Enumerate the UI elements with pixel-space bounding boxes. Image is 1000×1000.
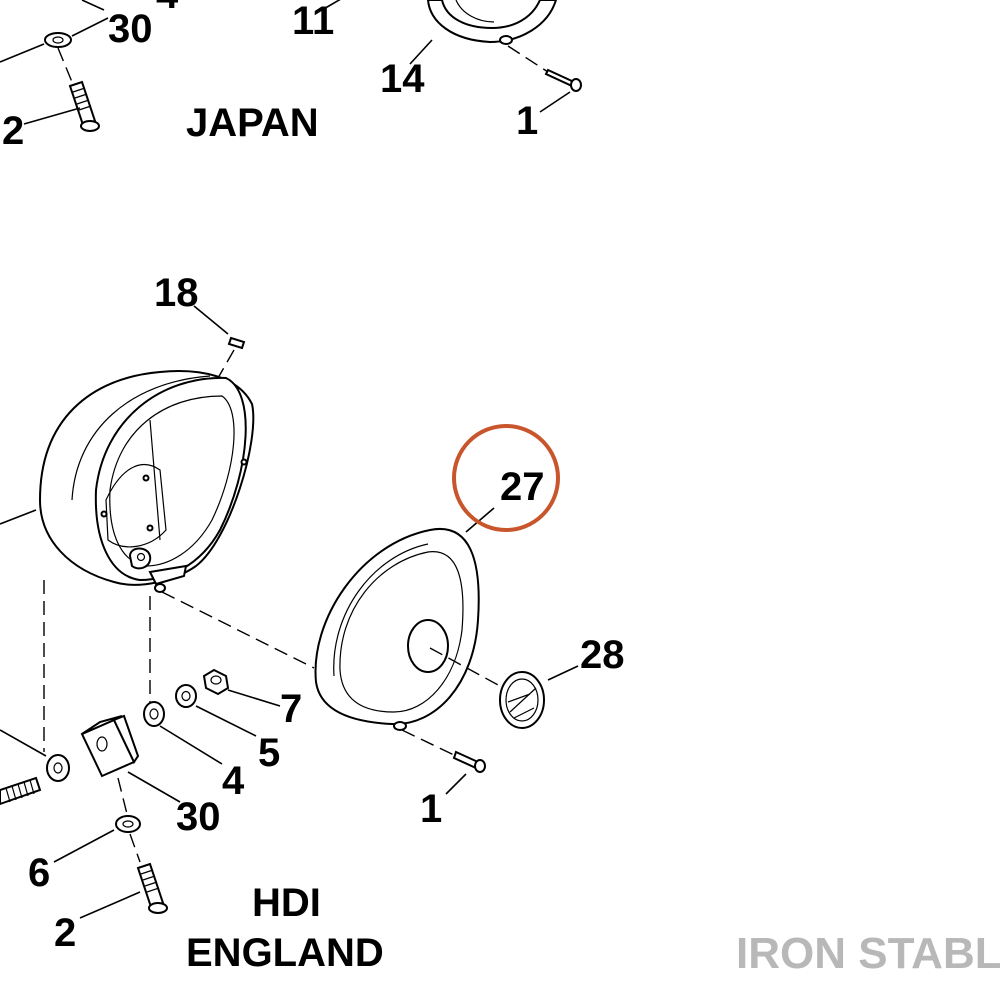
callout-7: 7 <box>280 687 302 731</box>
washer-top <box>44 32 72 48</box>
callout-11: 11 <box>292 0 334 43</box>
leader-2-top <box>23 107 81 125</box>
trim-ring-top <box>426 0 558 45</box>
leader-11 <box>321 0 341 11</box>
watermark-iron-stable: IRON STABLE <box>736 929 1000 978</box>
dash-top-left <box>57 47 73 83</box>
dash-shell-to-cover <box>161 591 315 669</box>
leader-1 <box>445 773 467 795</box>
callout-18: 18 <box>154 271 199 315</box>
dash-washer-to-bolt <box>129 833 141 863</box>
bolt-2 <box>136 862 168 914</box>
headlamp-shell <box>38 370 255 593</box>
callout-30: 30 <box>176 795 221 839</box>
callout-30-top: 30 <box>108 7 153 51</box>
leader-14 <box>409 39 433 65</box>
leader-4 <box>159 725 223 765</box>
leader-left-edge <box>0 729 47 757</box>
washer-4 <box>143 701 165 727</box>
callout-14: 14 <box>380 57 425 101</box>
leader-27 <box>465 507 495 533</box>
callout-1: 1 <box>420 787 442 831</box>
dash-top-screw <box>507 45 549 73</box>
dash-block-down <box>117 777 129 819</box>
leader-18 <box>193 305 229 335</box>
leader-1-top <box>539 91 571 113</box>
nut-7 <box>202 668 230 696</box>
region-label-japan: JAPAN <box>186 101 319 145</box>
japan-section: 30 4 11 14 2 1 JAPAN <box>0 0 582 153</box>
dash-cover-to-screw <box>401 729 457 757</box>
lockwasher-6 <box>115 815 141 833</box>
highlight-ring <box>452 424 560 532</box>
leader-4-top <box>81 0 105 11</box>
lockwasher-5 <box>175 684 197 708</box>
screw-1 <box>452 750 486 773</box>
block-30 <box>80 714 140 778</box>
washer-left <box>46 754 70 782</box>
leader-30 <box>127 771 181 803</box>
callout-27: 27 <box>500 465 545 509</box>
leader-28 <box>547 665 579 681</box>
rear-cover-27 <box>314 527 480 731</box>
leader-6 <box>53 829 115 863</box>
threaded-stud <box>0 776 42 806</box>
callout-1-top: 1 <box>516 99 538 143</box>
bolt-top <box>68 80 100 132</box>
leader-5 <box>195 705 257 737</box>
dash-pin-18 <box>217 349 235 379</box>
dash-cover-to-medallion <box>429 647 501 687</box>
leader-shell-left <box>0 509 37 525</box>
leader-7 <box>227 689 281 707</box>
callout-2-top: 2 <box>2 109 24 153</box>
region-label-england: ENGLAND <box>186 931 384 975</box>
callout-5: 5 <box>258 731 280 775</box>
region-label-hdi: HDI <box>252 881 321 925</box>
leader-2 <box>79 891 141 919</box>
callout-6: 6 <box>28 851 50 895</box>
leader-30-top <box>71 17 109 37</box>
screw-top <box>544 68 582 92</box>
callout-2: 2 <box>54 911 76 955</box>
medallion-28 <box>499 671 545 729</box>
pin-18 <box>227 336 246 350</box>
leader-top-edge <box>0 43 45 63</box>
callout-4: 4 <box>222 759 245 803</box>
callout-4-top: 4 <box>156 0 179 17</box>
callout-28: 28 <box>580 633 625 677</box>
